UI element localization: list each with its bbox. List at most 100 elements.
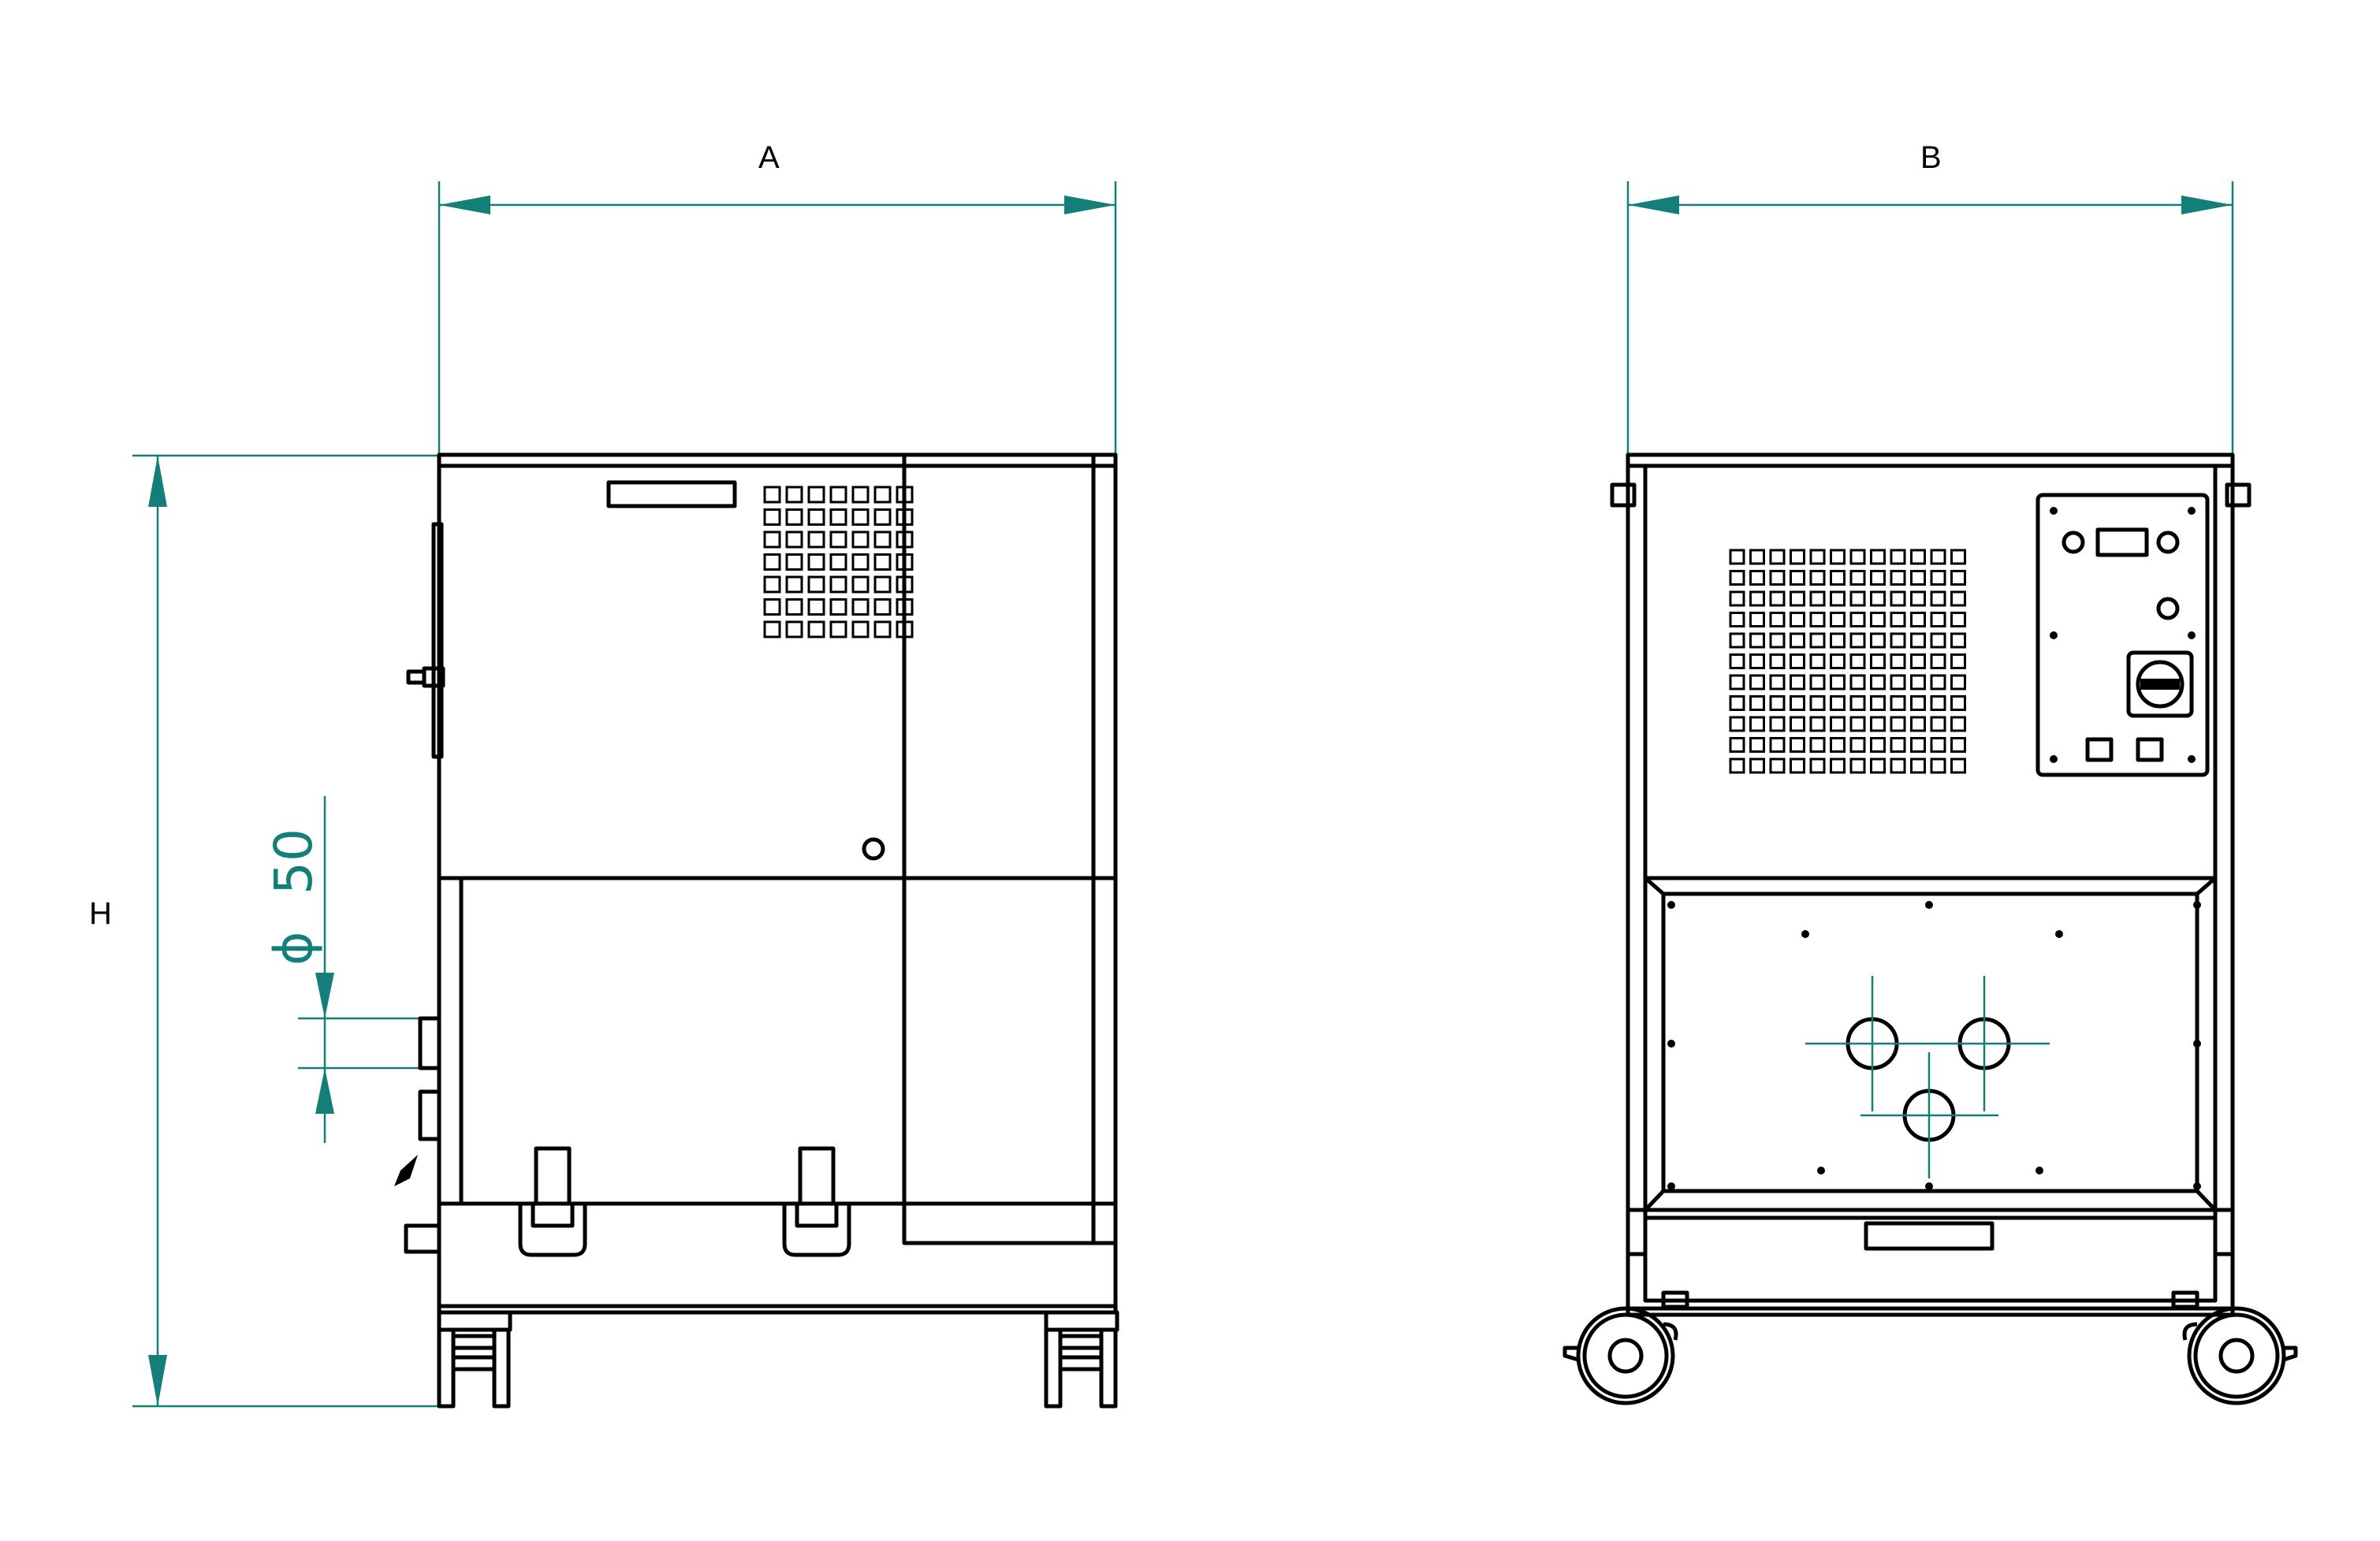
vent-slot <box>1849 674 1866 690</box>
rivet <box>1667 1182 1675 1190</box>
port-diameter-dimension: ϕ 50 <box>263 796 422 1143</box>
vent-slot <box>829 530 847 549</box>
vent-slot <box>1830 695 1846 711</box>
vent-slot <box>1950 757 1966 774</box>
vent-slot <box>873 620 892 638</box>
vent-slot <box>1870 549 1886 565</box>
vent-slot <box>1749 570 1765 586</box>
vent-slot <box>851 575 870 594</box>
vent-slot <box>1849 632 1866 649</box>
vent-slot <box>1870 695 1886 711</box>
vent-slot <box>851 508 870 526</box>
vent-slot <box>1809 570 1826 586</box>
vent-slot <box>1790 612 1805 627</box>
vent-slot <box>1950 716 1966 732</box>
vent-slot <box>1870 674 1886 690</box>
front-vent-grid <box>1729 549 1966 774</box>
vent-slot <box>1769 549 1786 565</box>
vent-slot <box>1790 632 1805 649</box>
vent-slot <box>873 553 892 571</box>
diameter-value: 50 <box>263 828 324 895</box>
vent-slot <box>851 486 870 504</box>
vent-slot <box>1830 674 1846 690</box>
main-switch-icon[interactable] <box>2126 650 2194 718</box>
connector-sockets <box>2085 737 2164 762</box>
vent-slot <box>1769 757 1786 774</box>
vent-slot <box>1849 590 1866 607</box>
vent-slot <box>1790 549 1805 565</box>
side-foot-right <box>1044 1310 1119 1409</box>
vent-slot <box>1830 632 1846 649</box>
vent-slot <box>1749 653 1765 669</box>
vent-slot <box>1790 653 1805 669</box>
vent-slot <box>851 553 870 571</box>
vent-slot <box>1890 549 1906 565</box>
vent-slot <box>1809 695 1826 711</box>
vent-slot <box>1950 737 1966 753</box>
vent-slot <box>1910 695 1926 711</box>
vent-slot <box>807 553 825 571</box>
vent-slot <box>1870 716 1886 732</box>
vent-slot <box>1930 695 1946 711</box>
vent-slot <box>1769 570 1786 586</box>
vent-slot <box>1890 632 1906 649</box>
vent-slot <box>807 598 825 616</box>
vent-slot <box>873 575 892 594</box>
vent-slot <box>1890 716 1906 732</box>
vent-slot <box>1790 716 1805 732</box>
vent-slot <box>873 598 892 616</box>
vent-slot <box>763 575 781 594</box>
vent-slot <box>763 530 781 549</box>
dimension-h-label: H <box>89 896 112 931</box>
vent-slot <box>1749 590 1765 607</box>
vent-slot <box>1830 716 1846 732</box>
rivet <box>1667 1040 1675 1048</box>
rivet <box>2035 1167 2043 1174</box>
display-window <box>2095 527 2149 557</box>
vent-slot <box>1809 612 1826 627</box>
vent-slot <box>1890 695 1906 711</box>
vent-slot <box>829 486 847 504</box>
control-panel[interactable] <box>2035 493 2210 777</box>
vent-slot <box>1790 590 1805 607</box>
vent-slot <box>763 486 781 504</box>
vent-slot <box>1749 612 1765 627</box>
dimension-a-label: A <box>758 140 780 175</box>
vent-slot <box>1749 549 1765 565</box>
rivet <box>2193 1040 2201 1048</box>
vent-slot <box>1930 737 1946 753</box>
side-vent-grid <box>763 486 914 638</box>
vent-slot <box>829 598 847 616</box>
vent-slot <box>873 530 892 549</box>
vent-slot <box>1729 590 1745 607</box>
vent-slot <box>1930 612 1946 627</box>
vent-slot <box>896 620 914 638</box>
vent-slot <box>1749 674 1765 690</box>
vent-slot <box>1790 757 1805 774</box>
dimension-a: A <box>438 140 1117 457</box>
vent-slot <box>1870 632 1886 649</box>
vent-slot <box>1930 570 1946 586</box>
front-panel-rivets <box>1667 901 2201 1190</box>
rivet <box>1801 930 1809 938</box>
vent-slot <box>1870 737 1886 753</box>
rivet <box>1667 901 1675 909</box>
vent-slot <box>1910 716 1926 732</box>
vent-slot <box>1849 570 1866 586</box>
vent-slot <box>1729 632 1745 649</box>
front-handle <box>1864 1221 1995 1251</box>
side-view <box>394 452 1119 1409</box>
vent-slot <box>1809 737 1826 753</box>
side-foot-left <box>437 1310 512 1409</box>
vent-slot <box>807 530 825 549</box>
vent-slot <box>1950 653 1966 669</box>
vent-slot <box>1749 757 1765 774</box>
vent-slot <box>1729 653 1745 669</box>
vent-slot <box>1849 737 1866 753</box>
vent-slot <box>1729 695 1745 711</box>
vent-slot <box>829 553 847 571</box>
vent-slot <box>1729 549 1745 565</box>
vent-slot <box>851 620 870 638</box>
vent-slot <box>1809 757 1826 774</box>
vent-slot <box>1890 590 1906 607</box>
